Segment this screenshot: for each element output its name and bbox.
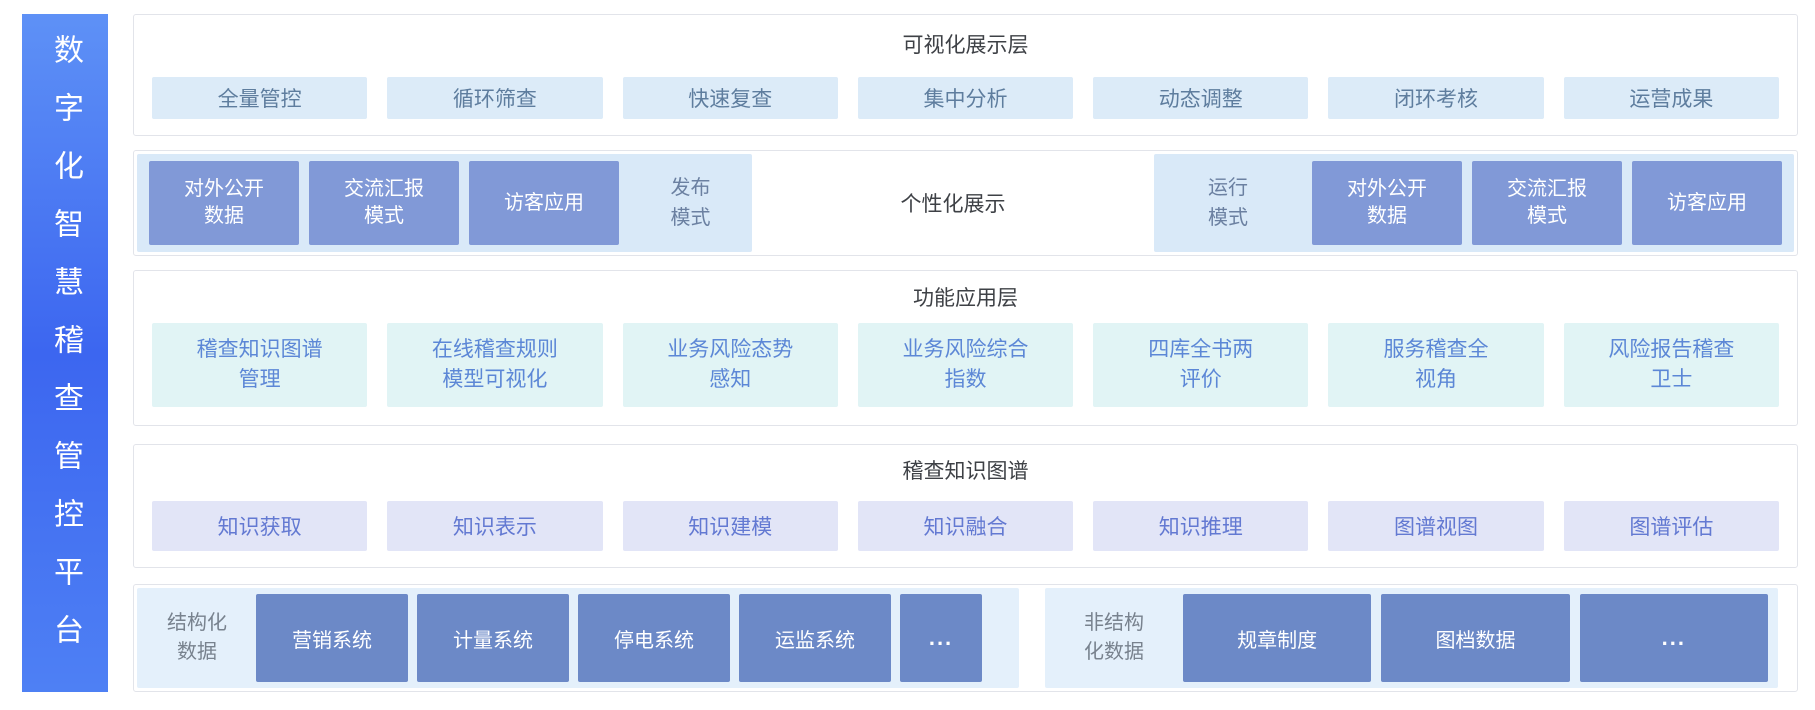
visualization-item: 运营成果 [1563, 77, 1779, 119]
visualization-item: 闭环考核 [1328, 77, 1544, 119]
layer-knowledge-graph-title: 稽查知识图谱 [902, 460, 1029, 483]
layer-visualization: 可视化展示层 全量管控 循环筛查 快速复查 集中分析 动态调整 闭环考核 运营成… [133, 14, 1798, 136]
structured-data-item: 停电系统 [578, 594, 730, 682]
layer-display-modes: 对外公开 数据 交流汇报 模式 访客应用 发布 模式 个性化展示 运行 模式 对… [133, 150, 1798, 256]
platform-title-bar: 数字化智慧稽查管控平台 [22, 14, 108, 692]
publish-mode-label: 发布 模式 [670, 177, 711, 229]
function-item: 业务风险综合 指数 [857, 323, 1074, 407]
function-item: 业务风险态势 感知 [622, 323, 838, 407]
structured-data-label: 结构化 数据 [167, 612, 227, 663]
unstructured-data-item: 图档数据 [1381, 594, 1570, 682]
knowledge-graph-item: 图谱评估 [1563, 501, 1779, 551]
layer-function-title: 功能应用层 [913, 287, 1018, 310]
function-items: 稽查知识图谱 管理 在线稽查规则 模型可视化 业务风险态势 感知 业务风险综合 … [152, 323, 1779, 407]
layer-knowledge-graph: 稽查知识图谱 知识获取 知识表示 知识建模 知识融合 知识推理 图谱视图 图谱评… [133, 444, 1798, 568]
knowledge-graph-items: 知识获取 知识表示 知识建模 知识融合 知识推理 图谱视图 图谱评估 [152, 501, 1779, 551]
knowledge-graph-item: 图谱视图 [1328, 501, 1544, 551]
visualization-item: 全量管控 [152, 77, 368, 119]
structured-data-item: 营销系统 [256, 594, 408, 682]
run-mode-item: 对外公开 数据 [1312, 161, 1462, 245]
run-mode-group: 运行 模式 对外公开 数据 交流汇报 模式 访客应用 [1154, 154, 1794, 252]
unstructured-data-label: 非结构 化数据 [1084, 612, 1144, 663]
knowledge-graph-item: 知识表示 [387, 501, 603, 551]
function-item: 服务稽查全 视角 [1328, 323, 1544, 407]
structured-data-group: 结构化 数据 营销系统 计量系统 停电系统 运监系统 ... [137, 588, 1019, 688]
layer-function-application: 功能应用层 稽查知识图谱 管理 在线稽查规则 模型可视化 业务风险态势 感知 业… [133, 270, 1798, 426]
visualization-item: 快速复查 [622, 77, 838, 119]
visualization-item: 循环筛查 [387, 77, 603, 119]
function-item: 四库全书两 评价 [1093, 323, 1309, 407]
structured-data-item: 运监系统 [739, 594, 891, 682]
knowledge-graph-item: 知识融合 [857, 501, 1074, 551]
layer-visualization-title: 可视化展示层 [902, 34, 1029, 57]
function-item: 在线稽查规则 模型可视化 [387, 323, 603, 407]
personalized-display-area: 个性化展示 [752, 154, 1154, 252]
knowledge-graph-item: 知识获取 [152, 501, 368, 551]
publish-mode-item: 交流汇报 模式 [309, 161, 459, 245]
personalized-display-label: 个性化展示 [900, 193, 1006, 216]
run-mode-item: 访客应用 [1632, 161, 1782, 245]
run-mode-label: 运行 模式 [1208, 177, 1248, 229]
publish-mode-item: 对外公开 数据 [149, 161, 299, 245]
layer-data-sources: 结构化 数据 营销系统 计量系统 停电系统 运监系统 ... 非结构 化数据 规… [133, 584, 1798, 692]
structured-data-more: ... [900, 594, 982, 682]
unstructured-data-item: 规章制度 [1183, 594, 1372, 682]
visualization-items: 全量管控 循环筛查 快速复查 集中分析 动态调整 闭环考核 运营成果 [152, 77, 1779, 119]
visualization-item: 动态调整 [1093, 77, 1309, 119]
unstructured-data-more: ... [1579, 594, 1768, 682]
function-item: 稽查知识图谱 管理 [152, 323, 368, 407]
visualization-item: 集中分析 [857, 77, 1074, 119]
run-mode-item: 交流汇报 模式 [1472, 161, 1622, 245]
publish-mode-item: 访客应用 [469, 161, 619, 245]
knowledge-graph-item: 知识推理 [1093, 501, 1309, 551]
function-item: 风险报告稽查 卫士 [1563, 323, 1779, 407]
structured-data-item: 计量系统 [417, 594, 569, 682]
knowledge-graph-item: 知识建模 [622, 501, 838, 551]
publish-mode-group: 对外公开 数据 交流汇报 模式 访客应用 发布 模式 [137, 154, 752, 252]
platform-title: 数字化智慧稽查管控平台 [49, 34, 82, 672]
unstructured-data-group: 非结构 化数据 规章制度 图档数据 ... [1045, 588, 1778, 688]
